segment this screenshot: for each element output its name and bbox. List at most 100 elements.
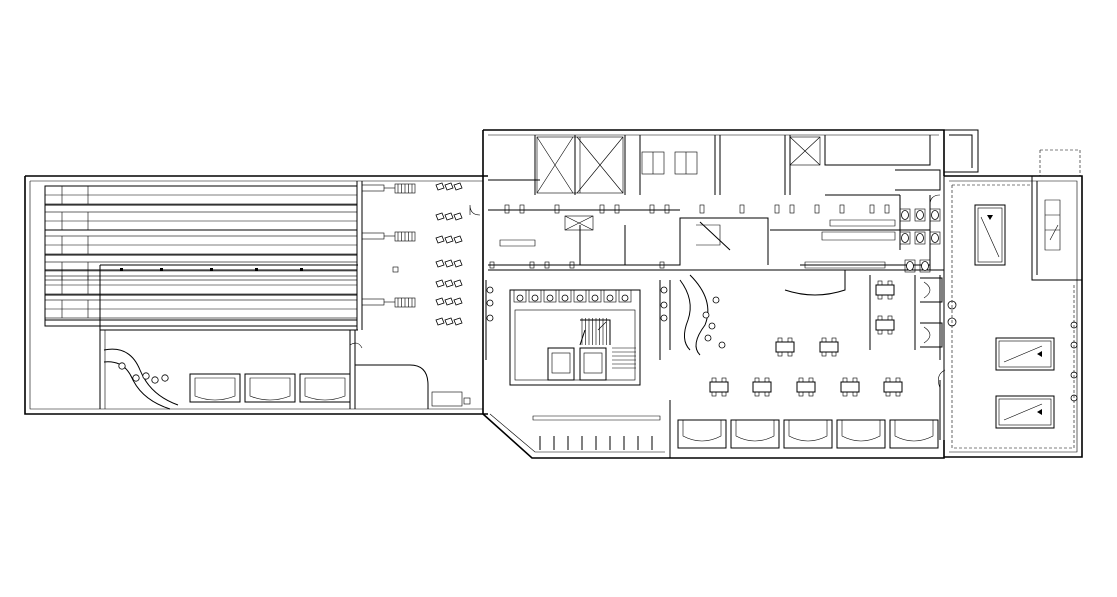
booth-frame	[920, 322, 943, 348]
sofa-seat	[304, 377, 346, 401]
chair	[877, 315, 883, 321]
outer-walls	[24, 129, 1083, 459]
basin-bowl	[486, 299, 494, 307]
basin-bowl	[516, 294, 524, 302]
dining-table-icon	[875, 280, 895, 300]
dining-table-icon	[819, 337, 839, 357]
chair	[887, 280, 893, 286]
sofa-icon	[783, 419, 833, 449]
north-east-stair	[895, 169, 941, 191]
basin-bowl	[660, 286, 668, 294]
foul-line	[356, 181, 363, 330]
bowling-pin-icon	[361, 231, 416, 242]
staircase-icon	[1044, 199, 1061, 251]
plant-icon	[151, 376, 159, 384]
bowling-lounge	[99, 264, 471, 410]
door-swing	[938, 369, 946, 389]
toilet-bowl	[921, 261, 929, 271]
sofa-seat	[788, 420, 828, 442]
elevator-right	[579, 347, 607, 381]
dining-table-icon	[752, 377, 772, 397]
north-east-dashed-outline	[1039, 149, 1081, 176]
bowler-chair	[444, 182, 454, 191]
sofa-frame	[189, 373, 241, 403]
bar-counter	[349, 330, 429, 409]
chair	[877, 329, 883, 335]
sofa-frame	[730, 419, 780, 449]
toilet-icon	[929, 231, 941, 245]
bowling-lane	[44, 235, 358, 255]
toilet-stall	[914, 231, 926, 245]
staircase	[581, 318, 636, 369]
wall-post	[544, 261, 550, 269]
stair-arrow	[1049, 224, 1059, 241]
basin-bowl	[486, 286, 494, 294]
table-top	[796, 381, 816, 393]
chair	[821, 351, 827, 357]
basin-bowl	[486, 314, 494, 322]
basin-counter	[618, 289, 632, 303]
chair	[887, 315, 893, 321]
core-side-walls	[485, 280, 671, 360]
toilet-fixtures	[899, 208, 941, 273]
sofa-icon	[920, 277, 943, 303]
plant-icon	[708, 322, 716, 330]
chair	[885, 391, 891, 397]
door-swing	[349, 342, 363, 349]
toilet-bowl	[916, 210, 924, 220]
south-wall	[482, 413, 945, 459]
wash-basin	[558, 289, 572, 303]
basin-bowl	[606, 294, 614, 302]
billiard-table-icon	[995, 395, 1055, 429]
chair	[787, 337, 793, 343]
planter-plants	[118, 362, 169, 384]
dining-table-icon	[883, 377, 903, 397]
sofa-icon	[730, 419, 780, 449]
cue-stick	[980, 216, 1000, 258]
chair	[798, 377, 804, 383]
wall-post	[489, 261, 495, 269]
chair	[721, 391, 727, 397]
chair	[721, 377, 727, 383]
bowler-chair	[435, 212, 445, 221]
toilet-icon	[919, 259, 931, 273]
sofa-frame	[677, 419, 727, 449]
plant-icon	[132, 374, 140, 382]
chair	[877, 294, 883, 300]
wash-basin	[573, 289, 587, 303]
basin-bowl	[660, 301, 668, 309]
garden-plants	[702, 296, 1078, 402]
sofa-icon	[299, 373, 351, 403]
basin-counter	[513, 289, 527, 303]
chair	[842, 377, 848, 383]
elevator-car-right	[579, 347, 607, 381]
toilet-stall	[914, 208, 926, 222]
lane-block-outline	[44, 185, 358, 327]
billiard-wing-inner	[949, 180, 1078, 453]
ball-rack	[1037, 351, 1042, 357]
chair	[777, 351, 783, 357]
core-enclosure	[509, 289, 641, 386]
basin-bowl	[660, 314, 668, 322]
wall-post	[774, 204, 780, 214]
window-sofas	[677, 419, 939, 449]
toilet-stall	[929, 231, 941, 245]
bowling-lane	[44, 275, 358, 295]
plant-icon	[142, 372, 150, 380]
booth-seat	[923, 326, 931, 344]
elevator-left	[547, 347, 575, 381]
bowler-chair	[453, 297, 463, 306]
bowling-lane	[44, 185, 358, 205]
toilet-bowl	[901, 210, 909, 220]
sofa-seat	[735, 420, 775, 442]
wall-post	[504, 204, 510, 214]
dining-table-icon	[775, 337, 795, 357]
reception-desk	[431, 391, 463, 407]
plant-icon	[704, 334, 712, 342]
sofa-icon	[677, 419, 727, 449]
ball-rack	[987, 215, 993, 220]
billiard-room-dashed	[951, 184, 1075, 449]
chair	[895, 391, 901, 397]
basin-counter	[603, 289, 617, 303]
cue-stick	[1003, 403, 1043, 421]
